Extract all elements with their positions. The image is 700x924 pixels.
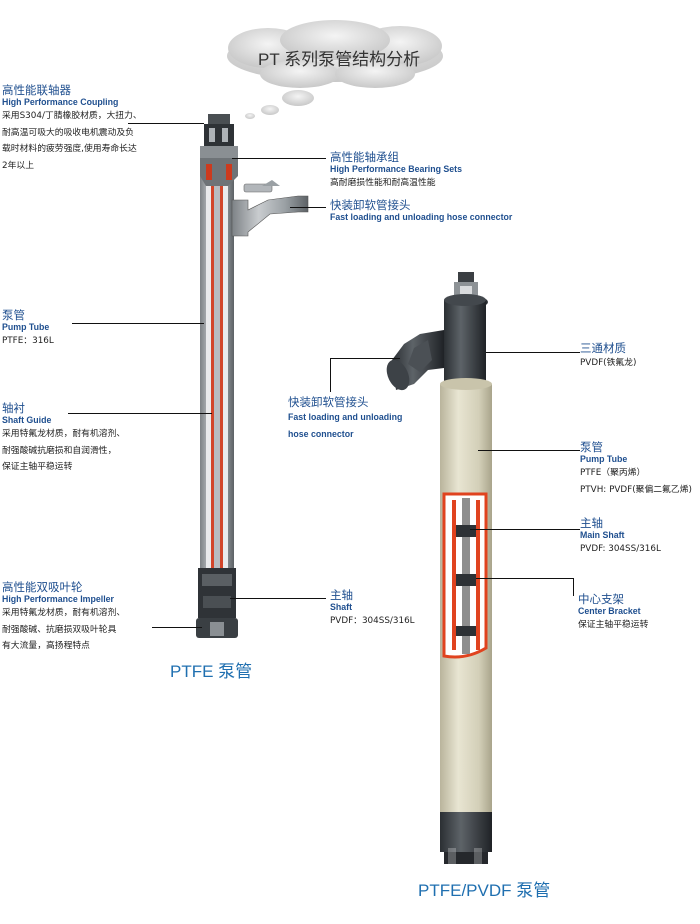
shaft-guide-desc-line: 采用特氟龙材质，耐有机溶剂、 xyxy=(2,429,126,439)
pump-tube-subtitle: Pump Tube xyxy=(2,322,50,332)
tee-title: 三通材质 xyxy=(580,341,626,355)
right-tube-description: PTFE（聚丙烯） PTVH: PVDF(聚偏二氟乙烯) xyxy=(580,465,692,498)
shaft-guide-desc-line: 保证主轴平稳运转 xyxy=(2,462,73,472)
main-shaft-label-group: 主轴 Main Shaft PVDF: 304SS/316L xyxy=(580,516,661,558)
right-hose-desc-line: Fast loading and unloading xyxy=(288,412,403,422)
impeller-desc-line: 有大流量，高扬程特点 xyxy=(2,641,90,651)
hose-subtitle: Fast loading and unloading hose connecto… xyxy=(330,212,513,222)
shaft-guide-label-group: 轴衬 Shaft Guide 采用特氟龙材质，耐有机溶剂、 耐强酸碱抗磨损和自润… xyxy=(2,401,125,476)
bearing-description: 高耐磨损性能和耐高温性能 xyxy=(330,178,436,188)
coupling-leader-line xyxy=(128,123,204,124)
main-shaft-leader-line xyxy=(470,529,580,530)
pump-tube-title: 泵管 xyxy=(2,308,25,322)
tee-description: PVDF(铁氟龙) xyxy=(580,358,637,368)
coupling-desc-line: 载时材料的疲劳强度,使用寿命长达 xyxy=(2,144,137,154)
page-title: PT 系列泵管结构分析 xyxy=(258,50,421,69)
bracket-title: 中心支架 xyxy=(578,592,624,606)
shaft-title: 主轴 xyxy=(330,588,353,602)
shaft-subtitle: Shaft xyxy=(330,602,352,612)
shaft-description: PVDF：304SS/316L xyxy=(330,616,415,626)
hose-leader-line xyxy=(290,207,326,208)
right-tube-title: 泵管 xyxy=(580,440,603,454)
right-ptfe-pvdf-pump xyxy=(386,272,492,866)
main-shaft-description: PVDF: 304SS/316L xyxy=(580,544,661,554)
left-pump-caption: PTFE 泵管 xyxy=(170,662,253,681)
right-tube-subtitle: Pump Tube xyxy=(580,454,628,464)
shaft-label-group: 主轴 Shaft PVDF：304SS/316L xyxy=(330,588,415,630)
tee-leader-line xyxy=(486,352,580,353)
right-hose-leader-line xyxy=(330,358,400,359)
coupling-title: 高性能联轴器 xyxy=(2,83,71,97)
bearing-leader-line xyxy=(232,158,326,159)
shaft-guide-desc-line: 耐强酸碱抗磨损和自润滑性， xyxy=(2,445,117,456)
bearing-title: 高性能轴承组 xyxy=(330,150,399,164)
pump-tube-description: PTFE：316L xyxy=(2,336,54,346)
tee-label-group: 三通材质 PVDF(铁氟龙) xyxy=(580,341,636,372)
left-ptfe-pump xyxy=(196,114,309,638)
coupling-label-group: 高性能联轴器 High Performance Coupling 采用S304/… xyxy=(2,83,142,174)
impeller-desc-line: 采用特氟龙材质，耐有机溶剂、 xyxy=(2,608,126,618)
impeller-title: 高性能双吸叶轮 xyxy=(2,580,83,594)
impeller-leader-line xyxy=(152,627,202,628)
right-hose-title: 快装卸软管接头 xyxy=(288,395,369,409)
impeller-description: 采用特氟龙材质，耐有机溶剂、 耐强酸碱、抗磨损双吸叶轮具 有大流量，高扬程特点 xyxy=(2,605,125,655)
shaft-guide-description: 采用特氟龙材质，耐有机溶剂、 耐强酸碱抗磨损和自润滑性， 保证主轴平稳运转 xyxy=(2,426,125,476)
shaft-guide-title: 轴衬 xyxy=(2,401,25,415)
impeller-desc-line: 耐强酸碱、抗磨损双吸叶轮具 xyxy=(2,624,117,635)
hose-title: 快装卸软管接头 xyxy=(330,198,411,212)
coupling-desc-line: 耐高温可吸大的吸收电机震动及负 xyxy=(2,127,134,138)
shaft-leader-line xyxy=(230,598,326,599)
pump-tube-label-group: 泵管 Pump Tube PTFE：316L xyxy=(2,308,54,350)
right-tube-label-group: 泵管 Pump Tube PTFE（聚丙烯） PTVH: PVDF(聚偏二氟乙烯… xyxy=(580,440,692,498)
coupling-desc-line: 2年以上 xyxy=(2,160,34,171)
title-cloud xyxy=(227,20,443,119)
bracket-leader-vertical xyxy=(573,578,574,596)
bracket-label-group: 中心支架 Center Bracket 保证主轴平稳运转 xyxy=(578,592,648,634)
right-tube-desc-line: PTVH: PVDF(聚偏二氟乙烯) xyxy=(580,484,692,495)
coupling-description: 采用S304/丁腈橡胶材质，大扭力、 耐高温可吸大的吸收电机震动及负 载时材料的… xyxy=(2,108,142,174)
hose-label-group: 快装卸软管接头 Fast loading and unloading hose … xyxy=(330,198,512,223)
main-shaft-subtitle: Main Shaft xyxy=(580,530,625,540)
coupling-desc-line: 采用S304/丁腈橡胶材质，大扭力、 xyxy=(2,111,142,121)
bracket-description: 保证主轴平稳运转 xyxy=(578,620,649,630)
shaft-guide-subtitle: Shaft Guide xyxy=(2,415,52,425)
main-shaft-title: 主轴 xyxy=(580,516,603,530)
right-hose-label-group: 快装卸软管接头 Fast loading and unloading hose … xyxy=(288,395,402,440)
shaft-guide-leader-line xyxy=(68,413,212,414)
bearing-label-group: 高性能轴承组 High Performance Bearing Sets 高耐磨… xyxy=(330,150,462,192)
right-hose-desc-line: hose connector xyxy=(288,429,354,439)
bracket-leader-line xyxy=(476,578,574,579)
bracket-subtitle: Center Bracket xyxy=(578,606,641,616)
right-hose-leader-vertical xyxy=(330,358,331,392)
pump-tube-leader-line xyxy=(72,323,204,324)
right-tube-desc-line: PTFE（聚丙烯） xyxy=(580,468,646,478)
bearing-subtitle: High Performance Bearing Sets xyxy=(330,164,462,174)
impeller-subtitle: High Performance Impeller xyxy=(2,594,114,604)
coupling-subtitle: High Performance Coupling xyxy=(2,97,119,107)
right-pump-caption: PTFE/PVDF 泵管 xyxy=(418,881,551,900)
impeller-label-group: 高性能双吸叶轮 High Performance Impeller 采用特氟龙材… xyxy=(2,580,125,655)
right-tube-leader-line xyxy=(478,450,580,451)
